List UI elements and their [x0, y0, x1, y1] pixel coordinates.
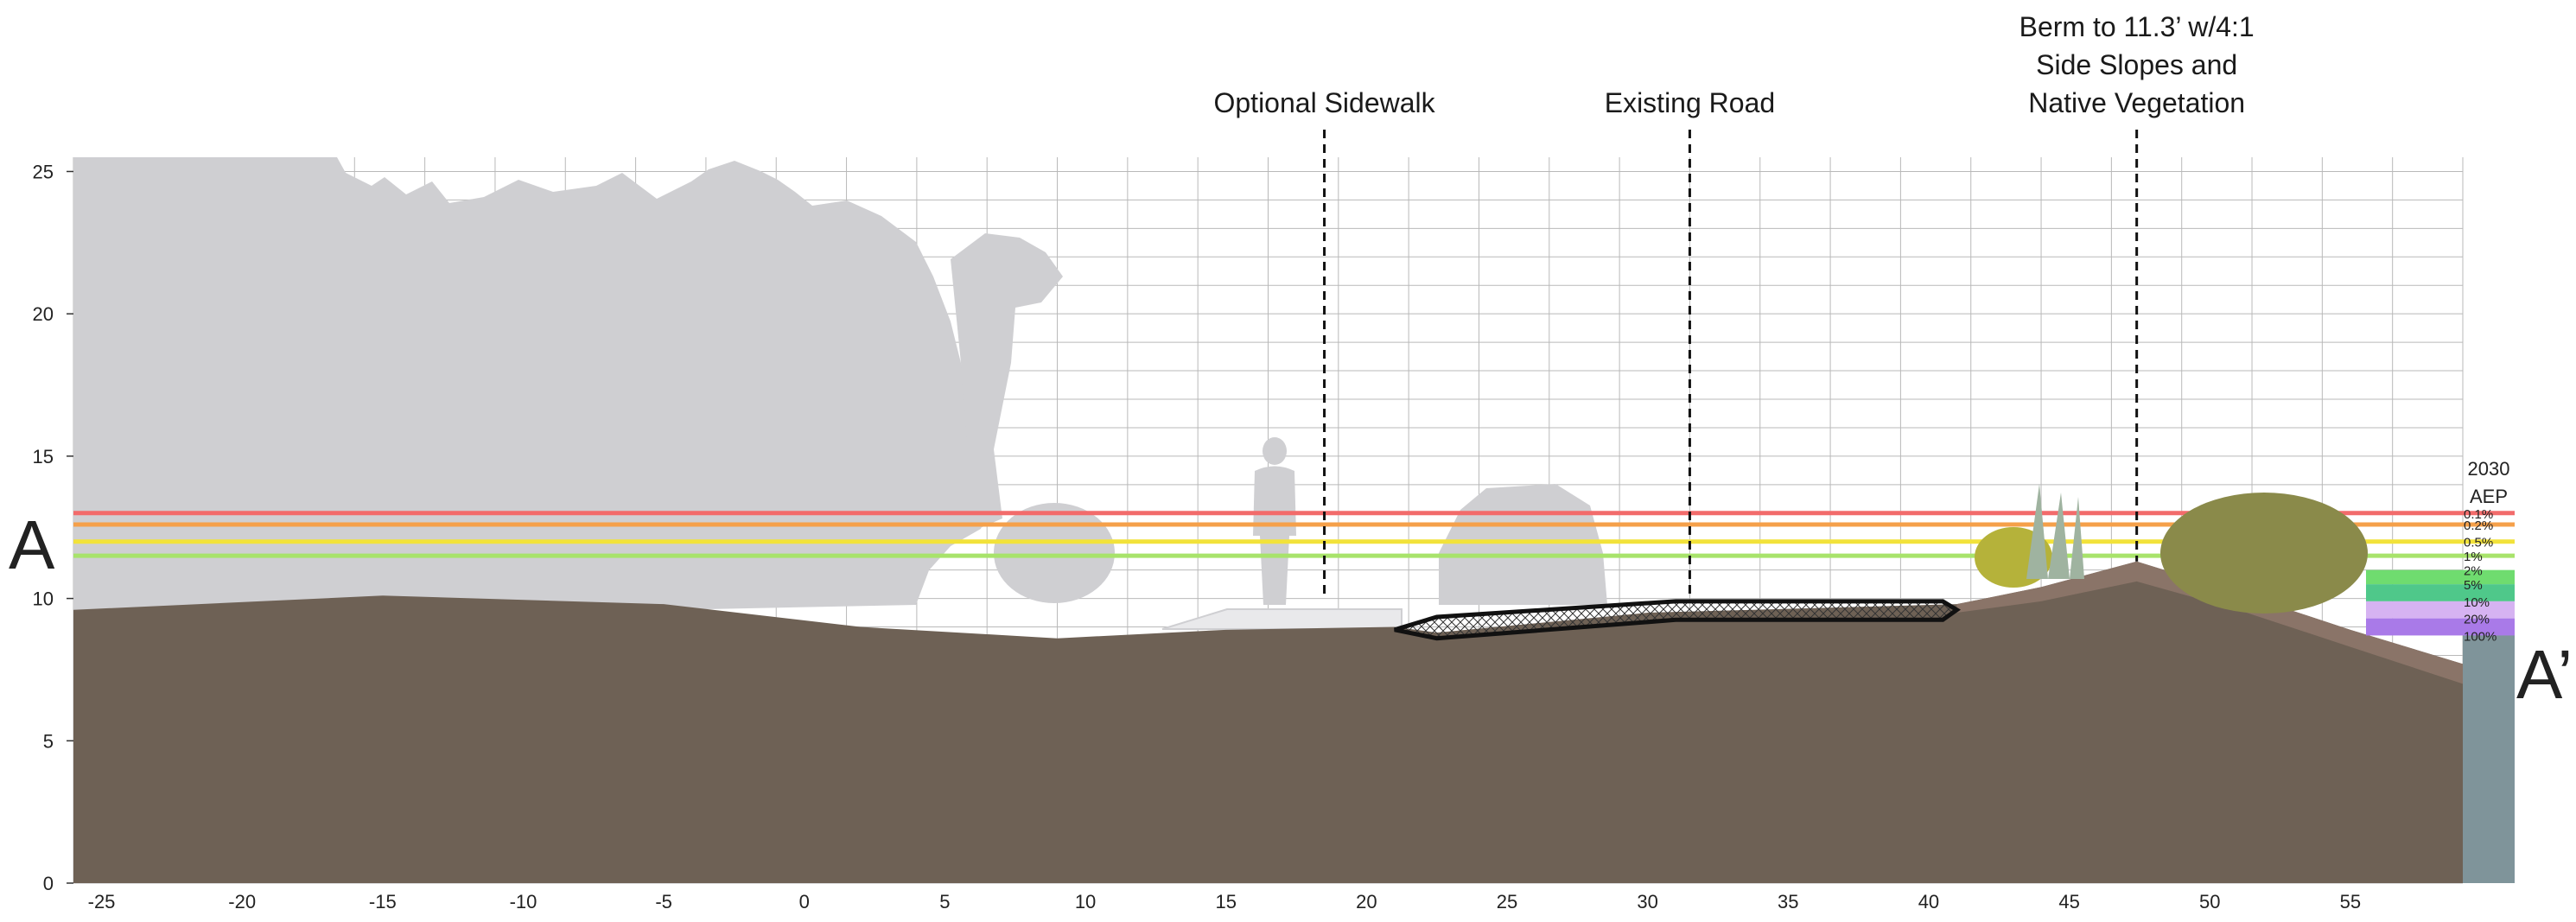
callout-label: Berm to 11.3’ w/4:1	[2019, 11, 2255, 42]
aep-band	[2366, 618, 2515, 636]
shrub-silhouette	[994, 503, 1115, 603]
legend-level-label: 0.2%	[2464, 518, 2493, 533]
legend-level-label: 2%	[2464, 564, 2483, 579]
aep-band	[2366, 601, 2515, 619]
x-tick-label: -10	[510, 891, 537, 912]
callout-label: Optional Sidewalk	[1213, 87, 1435, 118]
grass-clump	[2026, 484, 2084, 579]
shrub-right	[2160, 493, 2368, 614]
y-tick-label: 20	[33, 303, 54, 325]
y-tick-label: 5	[43, 730, 54, 752]
legend-level-label: 0.1%	[2464, 507, 2493, 522]
x-tick-label: 10	[1075, 891, 1096, 912]
background-silhouettes	[73, 157, 1607, 630]
legend-title: AEP	[2470, 486, 2508, 507]
y-tick-label: 15	[33, 446, 54, 467]
legend-level-label: 20%	[2464, 613, 2490, 627]
person-head	[1263, 437, 1287, 465]
aep-water-column	[2366, 569, 2515, 883]
x-tick-label: 55	[2340, 891, 2361, 912]
ground-fill	[73, 561, 2463, 883]
legend-title: 2030	[2468, 458, 2510, 480]
x-tick-label: 20	[1356, 891, 1377, 912]
x-tick-label: 40	[1918, 891, 1939, 912]
x-tick-label: 25	[1497, 891, 1517, 912]
x-tick-label: -20	[228, 891, 256, 912]
x-tick-label: 0	[799, 891, 810, 912]
legend-level-label: 100%	[2464, 629, 2496, 644]
x-tick-label: -15	[369, 891, 397, 912]
aep-band	[2366, 584, 2515, 601]
callouts: Optional Sidewalk Existing Road Berm to 11…	[1213, 11, 2255, 601]
berm-fill	[1956, 561, 2463, 684]
legend-level-label: 0.5%	[2464, 536, 2493, 550]
aep-band	[2366, 569, 2515, 585]
x-tick-label: 5	[939, 891, 950, 912]
person-silhouette	[1253, 466, 1296, 605]
y-tick-label: 0	[43, 873, 54, 894]
x-tick-label: -5	[655, 891, 672, 912]
x-tick-label: 50	[2199, 891, 2220, 912]
road-pavement	[1394, 599, 1962, 641]
y-tick-label: 25	[33, 161, 54, 182]
x-tick-label: 30	[1637, 891, 1657, 912]
callout-label: Existing Road	[1605, 87, 1775, 118]
flood-level-lines	[73, 511, 2515, 558]
y-tick-label: 10	[33, 588, 54, 610]
x-tick-label: 35	[1778, 891, 1798, 912]
car-silhouette	[1439, 484, 1607, 605]
tree-silhouette-left	[73, 157, 994, 622]
section-mark-start: A	[9, 506, 55, 583]
x-tick-label: 15	[1215, 891, 1236, 912]
features	[1394, 484, 2368, 641]
axes: 0 5 10 15 20 25 -25 -20 -15 -10 -5 0 5 10 15 20 25 30 35 40…	[33, 161, 2362, 912]
legend-level-label: 5%	[2464, 578, 2483, 593]
tree-silhouette-tall	[951, 233, 1063, 529]
x-tick-label: -25	[88, 891, 116, 912]
legend-level-label: 1%	[2464, 550, 2483, 564]
legend-level-label: 10%	[2464, 595, 2490, 610]
x-tick-label: 45	[2058, 891, 2079, 912]
section-mark-end: A’	[2516, 636, 2573, 713]
water-fill	[2463, 633, 2515, 883]
ground-profile	[73, 561, 2463, 883]
callout-label: Side Slopes and	[2036, 49, 2237, 80]
callout-label: Native Vegetation	[2028, 87, 2245, 118]
